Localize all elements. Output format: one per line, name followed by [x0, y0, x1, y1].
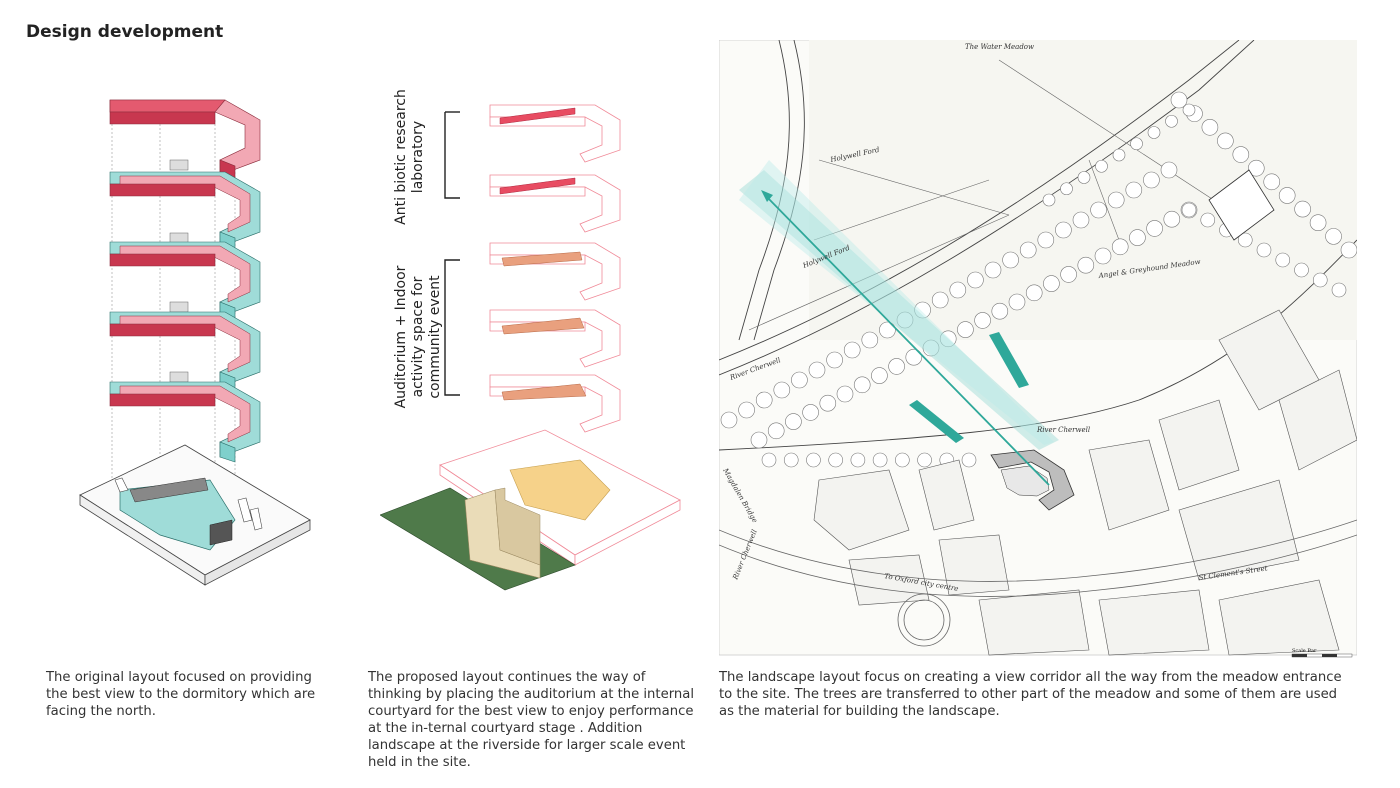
lab-floor-2 — [489, 104, 621, 163]
site-map-svg: The Water Meadow Holywell Ford Holywell … — [718, 39, 1358, 658]
view-corridor — [739, 160, 1059, 486]
original-layout-diagram — [60, 80, 330, 600]
label-scale-bar: Scale Bar — [1292, 648, 1317, 654]
auditorium-floor-1 — [489, 374, 621, 433]
label-river-cherwell-2: River Cherwell — [1036, 426, 1090, 434]
lab-floor-1 — [489, 174, 621, 233]
proposed-layout-diagram — [379, 90, 710, 610]
landscape-layout-caption: The landscape layout focus on creating a… — [719, 670, 1342, 719]
bracket-lab — [444, 111, 460, 199]
landscape-element-1 — [989, 332, 1029, 388]
landscape-element-2 — [909, 400, 964, 443]
meadow-pavilion — [1208, 169, 1275, 241]
view-corridor-arrow — [764, 194, 1050, 486]
town-blocks — [813, 309, 1358, 656]
river-cherwell-channel — [718, 39, 1358, 451]
exploded-axonometric-original — [79, 99, 311, 586]
tree-rows — [720, 91, 1358, 468]
label-water-meadow: The Water Meadow — [965, 43, 1034, 51]
auditorium-floor-3 — [489, 242, 621, 301]
ground-slab — [79, 444, 311, 586]
proposed-layout-caption: The proposed layout continues the way of… — [368, 670, 694, 770]
page-title: Design development — [26, 22, 224, 42]
scale-bar — [1291, 653, 1353, 658]
exploded-axonometric-proposed — [379, 104, 681, 591]
bracket-auditorium — [444, 259, 460, 396]
meadow-stipple — [809, 40, 1357, 340]
original-layout-caption: The original layout focused on providing… — [46, 670, 316, 719]
proposed-site-base — [379, 429, 681, 591]
auditorium-floor-2 — [489, 309, 621, 368]
site-landscape-map: The Water Meadow Holywell Ford Holywell … — [718, 39, 1358, 660]
